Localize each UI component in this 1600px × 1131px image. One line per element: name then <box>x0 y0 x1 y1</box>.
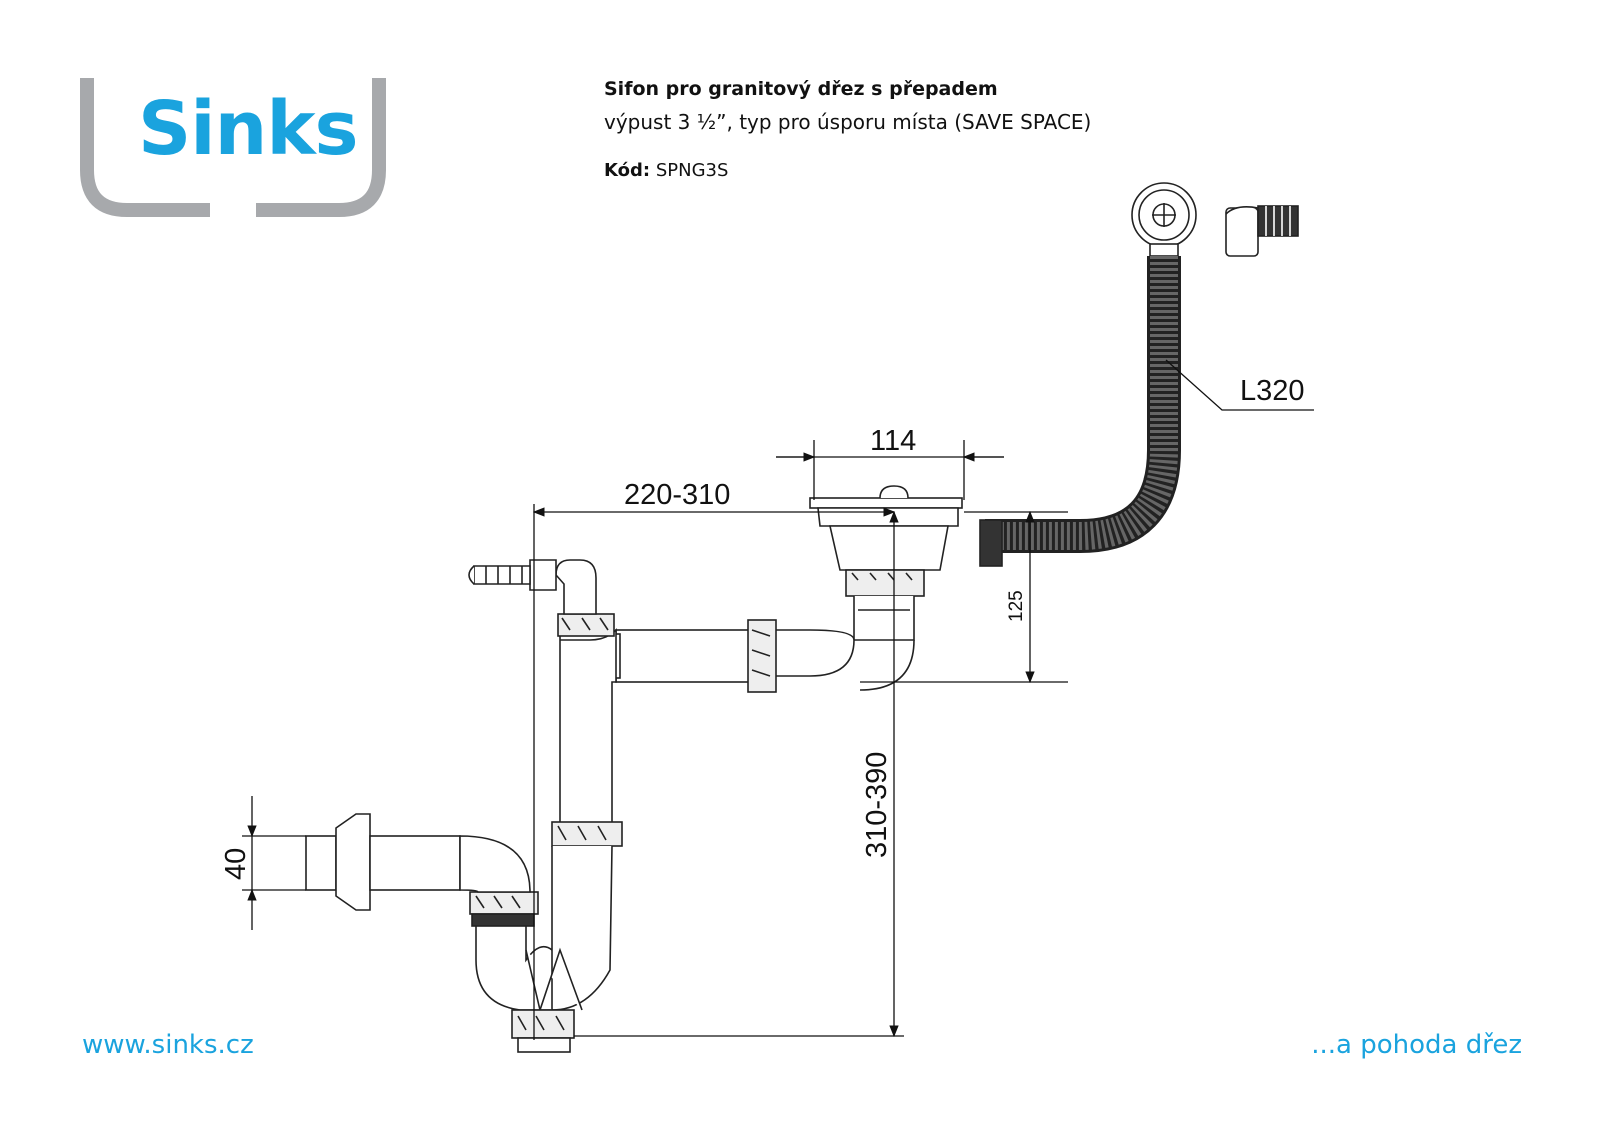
code-value: SPNG3S <box>655 160 729 181</box>
wall-outlet <box>305 813 531 911</box>
hose-length-leader <box>1165 359 1314 411</box>
product-subtitle: výpust 3 ½”, typ pro úsporu místa (SAVE … <box>604 110 1092 134</box>
horizontal-pipe <box>605 619 777 693</box>
product-code: Kód: SPNG3S <box>604 160 728 181</box>
horizontal-reach-label: 220-310 <box>624 479 730 511</box>
vertical-standpipe <box>551 613 623 847</box>
overflow-elbow-fitting <box>1225 205 1299 257</box>
overflow-hose <box>985 256 1181 553</box>
logo-frame <box>80 78 386 217</box>
brand-logo: Sinks <box>138 86 359 172</box>
outlet-diameter-label: 40 <box>220 848 252 880</box>
code-label: Kód: <box>604 160 651 181</box>
product-title: Sifon pro granitový dřez s přepadem <box>604 78 998 100</box>
strainer-width-label: 114 <box>870 425 916 457</box>
hose-length-label: L320 <box>1240 375 1305 407</box>
drain-height-label: 125 <box>1006 590 1027 622</box>
footer-website[interactable]: www.sinks.cz <box>82 1030 254 1060</box>
bottle-trap <box>469 845 613 1053</box>
sink-strainer <box>809 485 963 597</box>
total-height-label: 310-390 <box>861 752 893 858</box>
dishwasher-inlet <box>468 559 597 615</box>
overflow-cap <box>1131 182 1197 257</box>
footer-slogan: ...a pohoda dřez <box>1311 1030 1522 1060</box>
strainer-elbow <box>759 596 915 691</box>
hose-coupling <box>979 519 1003 567</box>
